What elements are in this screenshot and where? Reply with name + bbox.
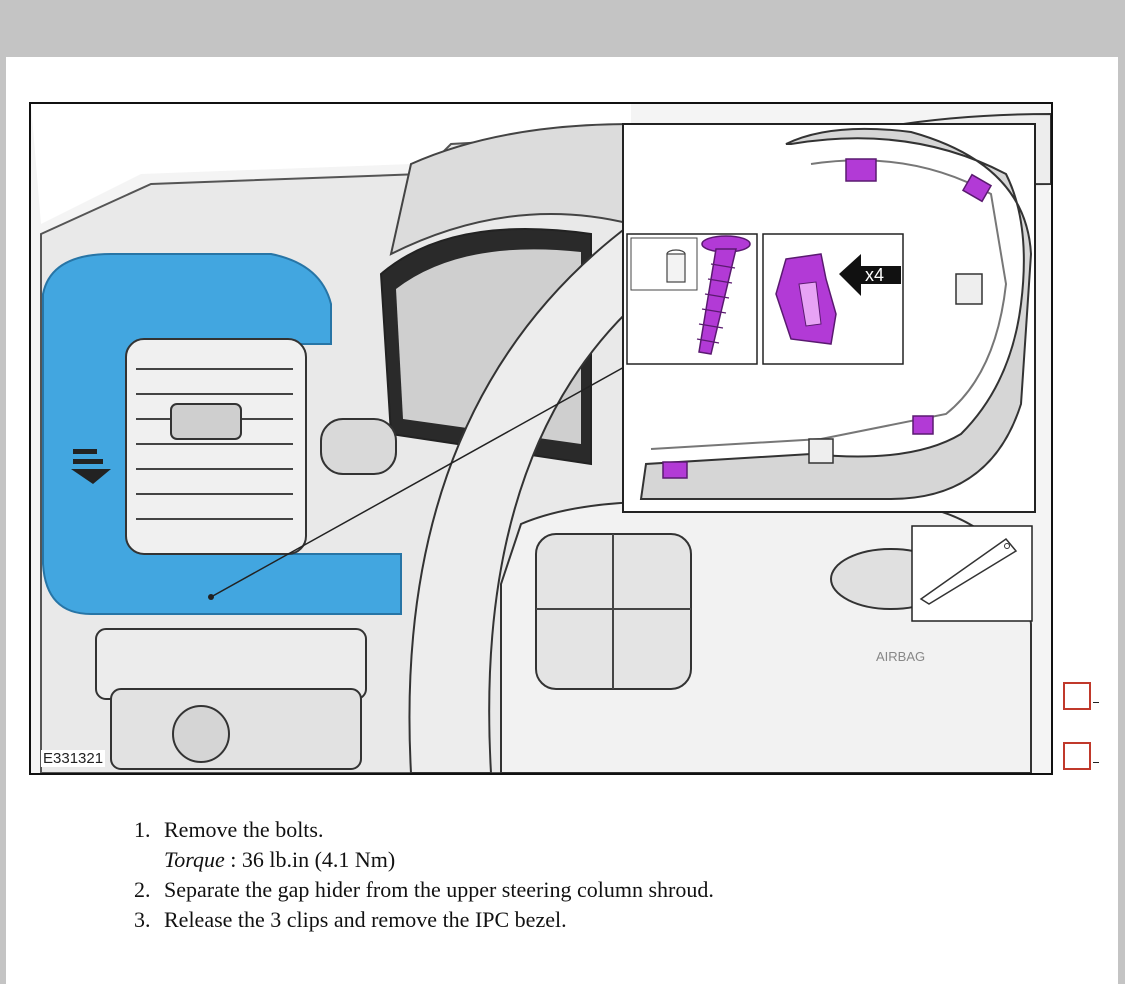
torque-value: : 36 lb.in (4.1 Nm) bbox=[224, 847, 396, 872]
checkbox-2[interactable] bbox=[1063, 742, 1091, 770]
step-text: Separate the gap hider from the upper st… bbox=[164, 877, 714, 902]
direction-arrow-icon bbox=[71, 449, 111, 484]
step-text: Release the 3 clips and remove the IPC b… bbox=[164, 907, 567, 932]
figure-id-label: E331321 bbox=[41, 750, 106, 767]
torque-spec: Torque : 36 lb.in (4.1 Nm) bbox=[134, 845, 714, 875]
push-pin-clip-icon bbox=[696, 235, 751, 355]
list-item: 3. Release the 3 clips and remove the IP… bbox=[134, 905, 714, 935]
procedure-illustration: AIRBAG bbox=[29, 102, 1053, 775]
step-number: 1. bbox=[134, 817, 151, 842]
step-number: 3. bbox=[134, 907, 151, 932]
list-item: 2. Separate the gap hider from the upper… bbox=[134, 875, 714, 905]
list-item: 1. Remove the bolts. bbox=[134, 815, 714, 845]
torque-label: Torque bbox=[164, 847, 225, 872]
checkbox-1-tick bbox=[1093, 702, 1099, 703]
step-number: 2. bbox=[134, 877, 151, 902]
step-text: Remove the bolts. bbox=[164, 817, 324, 842]
dashboard-drawing: AIRBAG bbox=[31, 104, 1051, 773]
spring-clip-icon bbox=[775, 253, 837, 345]
trim-tool-icon bbox=[911, 525, 1033, 622]
checkbox-1[interactable] bbox=[1063, 682, 1091, 710]
quantity-label: x4 bbox=[865, 265, 884, 285]
step-list: 1. Remove the bolts. Torque : 36 lb.in (… bbox=[134, 815, 714, 935]
airbag-text: AIRBAG bbox=[876, 649, 925, 664]
checkbox-2-tick bbox=[1093, 762, 1099, 763]
bezel-inset: x4 bbox=[622, 123, 1036, 513]
